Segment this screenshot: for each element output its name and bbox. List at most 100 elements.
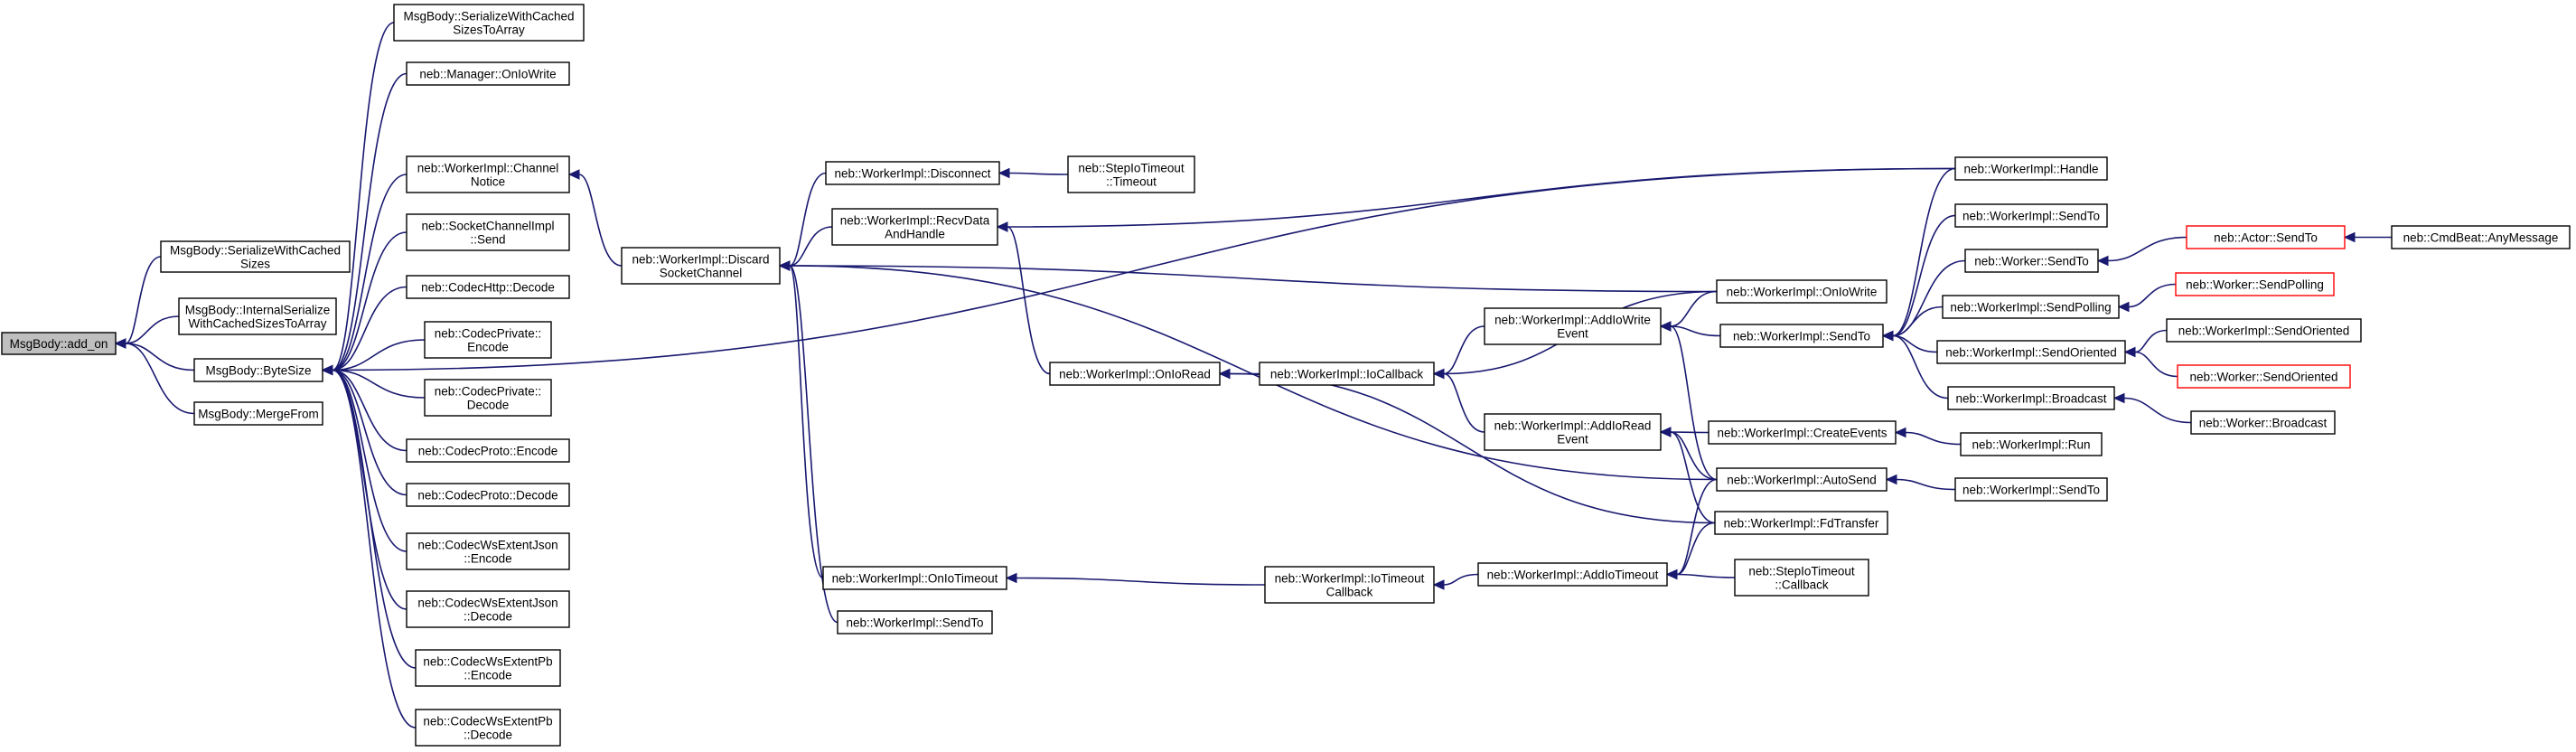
node-mergefrom[interactable]: MsgBody::MergeFrom [193, 401, 323, 426]
node-mgr-onio[interactable]: neb::Manager::OnIoWrite [406, 61, 570, 86]
node-box [1716, 279, 1888, 304]
node-broadcast[interactable]: neb::WorkerImpl::Broadcast [1947, 386, 2115, 410]
node-label: ::Timeout [1106, 175, 1157, 189]
node-priv-dec[interactable]: neb::CodecPrivate::Decode [424, 379, 552, 417]
node-label: neb::WorkerImpl::SendTo [846, 616, 983, 630]
node-fdtransfer[interactable]: neb::WorkerImpl::FdTransfer [1714, 511, 1888, 535]
node-wspb-dec[interactable]: neb::CodecWsExtentPb::Decode [415, 709, 561, 747]
node-box [406, 532, 570, 570]
node-sendpolling[interactable]: neb::WorkerImpl::SendPolling [1942, 295, 2120, 319]
edge-broadcast-to-w-sendto-mid [1881, 330, 1949, 400]
node-http-dec[interactable]: neb::CodecHttp::Decode [406, 275, 570, 299]
node-addiotimeout[interactable]: neb::WorkerImpl::AddIoTimeout [1477, 562, 1668, 587]
node-onioread[interactable]: neb::WorkerImpl::OnIoRead [1049, 362, 1221, 386]
node-box [2190, 410, 2336, 435]
node-w-sendto-low[interactable]: neb::WorkerImpl::SendTo [837, 610, 993, 634]
node-worker-sendoriented-b[interactable]: neb::Worker::SendOriented [2177, 364, 2351, 389]
node-label: neb::Worker::Broadcast [2199, 417, 2328, 430]
node-box [193, 358, 323, 382]
node-label: WithCachedSizesToArray [188, 317, 326, 331]
node-box [193, 401, 323, 426]
node-actor-sendto[interactable]: neb::Actor::SendTo [2186, 225, 2346, 249]
node-worker-sendpolling[interactable]: neb::Worker::SendPolling [2175, 272, 2335, 296]
node-w-sendto-mid[interactable]: neb::WorkerImpl::SendTo [1719, 324, 1884, 348]
node-worker-broadcast[interactable]: neb::Worker::Broadcast [2190, 410, 2336, 435]
node-label: MsgBody::add_on [10, 337, 108, 351]
arrow-head [1432, 368, 1445, 380]
node-worker-sendto[interactable]: neb::Worker::SendTo [1964, 249, 2099, 273]
node-wsjson-dec[interactable]: neb::CodecWsExtentJson::Decode [406, 590, 570, 628]
node-label: neb::CmdBeat::AnyMessage [2403, 231, 2559, 245]
node-box [1714, 511, 1888, 535]
node-box [1954, 477, 2108, 502]
node-w-oniowrite[interactable]: neb::WorkerImpl::OnIoWrite [1716, 279, 1888, 304]
node-box [1716, 467, 1888, 492]
node-label: neb::WorkerImpl::AddIoTimeout [1487, 569, 1659, 582]
node-cmdbeat[interactable]: neb::CmdBeat::AnyMessage [2391, 225, 2571, 249]
node-label: neb::WorkerImpl::AutoSend [1727, 474, 1877, 487]
node-proto-enc[interactable]: neb::CodecProto::Encode [406, 438, 570, 463]
node-createevents[interactable]: neb::WorkerImpl::CreateEvents [1708, 420, 1897, 445]
node-disconnect[interactable]: neb::WorkerImpl::Disconnect [825, 161, 1000, 185]
node-step-timeout[interactable]: neb::StepIoTimeout::Timeout [1067, 155, 1195, 193]
node-label: ::Encode [464, 669, 511, 682]
edge-addioread-to-iocallback [1432, 368, 1485, 433]
node-label: neb::WorkerImpl::SendOriented [1945, 346, 2117, 360]
node-worker-sendoriented-a[interactable]: neb::WorkerImpl::SendOriented [2166, 318, 2362, 343]
node-iocallback[interactable]: neb::WorkerImpl::IoCallback [1259, 362, 1435, 386]
edge-wi-sendto-r1-to-w-sendto-mid [1881, 214, 1956, 342]
node-proto-dec[interactable]: neb::CodecProto::Decode [406, 483, 570, 507]
node-sockch-send[interactable]: neb::SocketChannelImpl::Send [406, 213, 570, 251]
node-run[interactable]: neb::WorkerImpl::Run [1960, 432, 2103, 456]
node-handle[interactable]: neb::WorkerImpl::Handle [1954, 156, 2108, 181]
node-step-cb[interactable]: neb::StepIoTimeout::Callback [1734, 559, 1869, 597]
node-box [1719, 324, 1884, 348]
edge-onioread-to-recvdata [996, 221, 1051, 375]
node-box [424, 379, 552, 417]
node-wi-sendto-r1[interactable]: neb::WorkerImpl::SendTo [1954, 203, 2108, 228]
edge-w-sendto-low-to-discard [778, 260, 838, 624]
node-label: neb::Worker::SendTo [1974, 255, 2089, 268]
node-box [415, 649, 561, 687]
arrow-head [567, 169, 580, 180]
node-add-on[interactable]: MsgBody::add_on [1, 332, 117, 355]
node-box [406, 590, 570, 628]
node-box [1708, 420, 1897, 445]
arrow-head [1881, 330, 1894, 342]
node-wspb-enc[interactable]: neb::CodecWsExtentPb::Encode [415, 649, 561, 687]
node-priv-enc[interactable]: neb::CodecPrivate::Encode [424, 321, 552, 359]
node-wi-sendto-r2[interactable]: neb::WorkerImpl::SendTo [1954, 477, 2108, 502]
arrow-head [2343, 231, 2356, 243]
node-wsjson-enc[interactable]: neb::CodecWsExtentJson::Encode [406, 532, 570, 570]
edge-wsjson-dec-to-bytesize [321, 364, 407, 610]
edge-swcs-to-add-on [114, 256, 162, 349]
node-label: neb::CodecHttp::Decode [421, 281, 555, 295]
arrow-head [1659, 427, 1672, 437]
node-bytesize[interactable]: MsgBody::ByteSize [193, 358, 323, 382]
node-label: neb::WorkerImpl::SendTo [1962, 484, 2100, 497]
node-box [837, 610, 993, 634]
node-box [2177, 364, 2351, 389]
node-label: neb::CodecWsExtentPb [423, 655, 552, 669]
edges-layer [114, 22, 2392, 728]
node-autosend[interactable]: neb::WorkerImpl::AutoSend [1716, 467, 1888, 492]
node-box [1484, 413, 1662, 451]
node-label: neb::CodecWsExtentJson [417, 539, 557, 552]
edge-autosend-to-addiotimeout [1665, 478, 1718, 580]
node-oniotimeout[interactable]: neb::WorkerImpl::OnIoTimeout [822, 566, 1007, 590]
node-label: ::Send [470, 233, 505, 247]
edge-mergefrom-to-add-on [114, 338, 195, 415]
node-sendoriented[interactable]: neb::WorkerImpl::SendOriented [1936, 340, 2126, 364]
node-iswcsta[interactable]: MsgBody::InternalSerializeWithCachedSize… [178, 297, 337, 335]
node-label: SocketChannel [660, 267, 743, 280]
edge-fdtransfer-to-addioread [1659, 427, 1716, 524]
node-label: Event [1557, 327, 1588, 341]
